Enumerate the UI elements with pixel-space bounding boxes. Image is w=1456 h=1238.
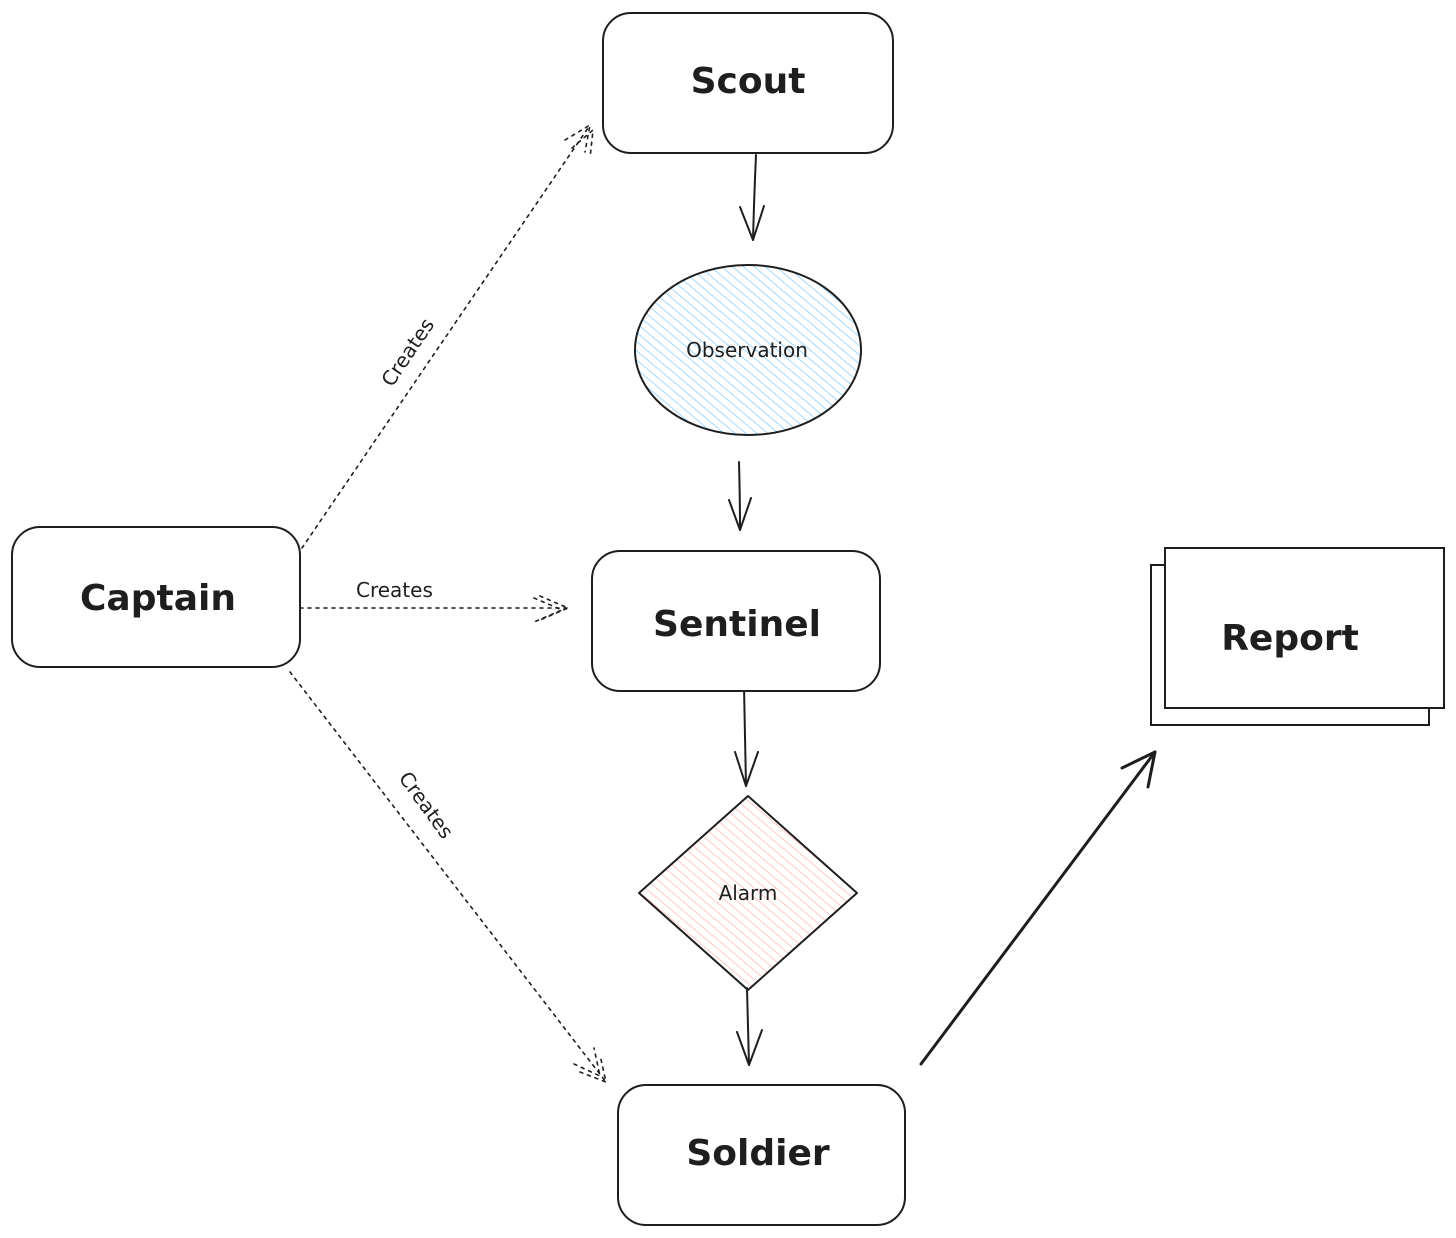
edge-label-captain-to-scout: Creates	[376, 314, 439, 391]
edge-label-captain-to-sentinel: Creates	[356, 578, 433, 602]
node-scout-label: Scout	[691, 61, 806, 102]
node-alarm[interactable]: Alarm	[638, 795, 858, 991]
node-soldier-label: Soldier	[686, 1133, 830, 1174]
node-report[interactable]: Report	[1150, 547, 1445, 726]
edge-label-captain-to-soldier: Creates	[394, 767, 459, 843]
node-sentinel[interactable]: Sentinel	[591, 550, 881, 692]
node-captain-label: Captain	[80, 578, 236, 619]
arrow-sentinel-to-alarm	[734, 685, 759, 787]
node-observation-label: Observation	[686, 338, 808, 362]
arrow-alarm-to-soldier	[736, 987, 763, 1066]
node-alarm-label: Alarm	[719, 881, 778, 905]
node-soldier[interactable]: Soldier	[617, 1084, 906, 1226]
arrow-observation-to-sentinel	[728, 461, 752, 531]
arrow-soldier-to-report	[919, 750, 1157, 1066]
node-sentinel-label: Sentinel	[653, 604, 821, 645]
edge-captain-to-soldier	[289, 671, 608, 1084]
node-captain[interactable]: Captain	[11, 526, 301, 668]
node-scout[interactable]: Scout	[602, 12, 894, 154]
node-observation[interactable]: Observation	[634, 264, 862, 436]
arrow-scout-to-observation	[739, 154, 765, 241]
edge-captain-to-sentinel	[299, 595, 571, 623]
node-report-label: Report	[1221, 618, 1359, 659]
edge-captain-to-scout	[301, 123, 595, 549]
